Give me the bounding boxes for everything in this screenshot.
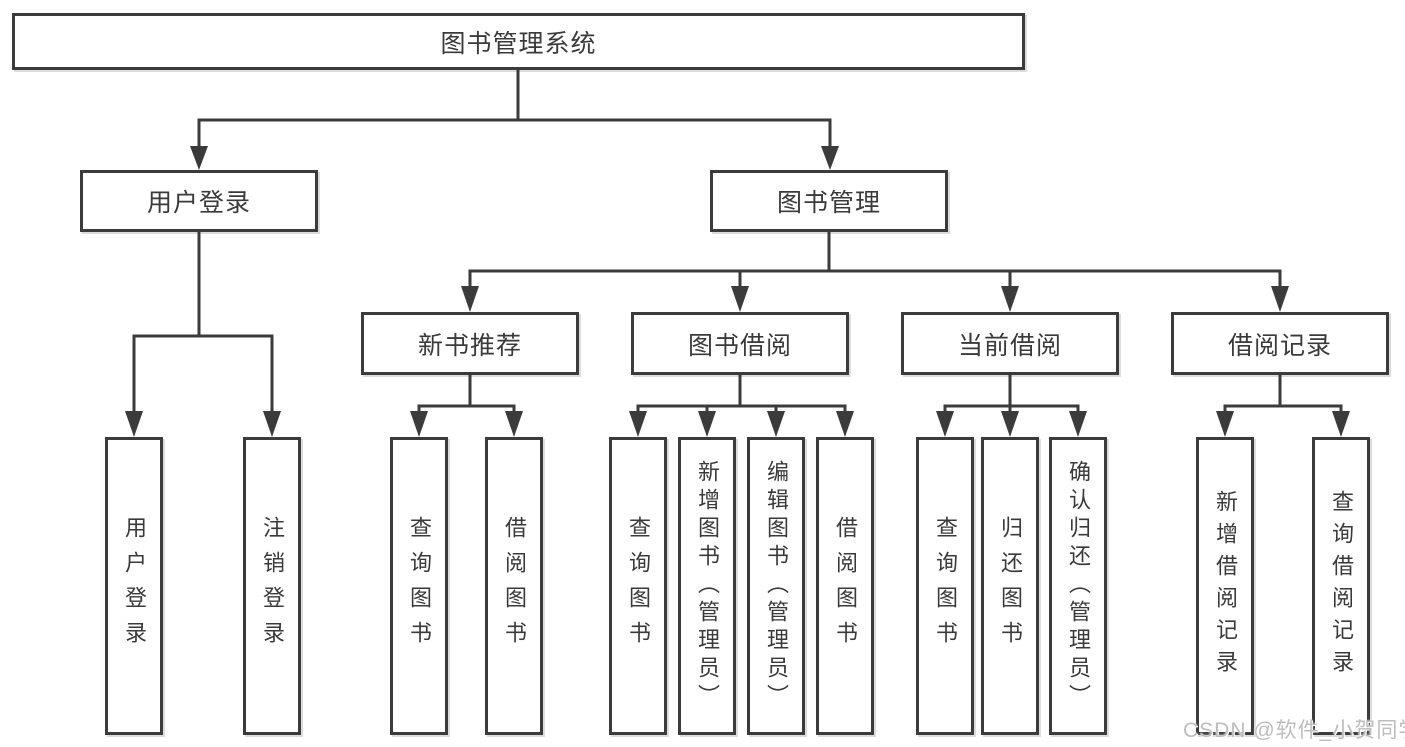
node-leaf-logout-label: 注销登录: [260, 516, 285, 656]
arrowhead-down-icon: [190, 146, 208, 170]
arrowhead-down-icon: [505, 411, 523, 437]
arrowhead-down-icon: [1001, 411, 1019, 437]
node-leaf-user-login: 用户登录: [105, 437, 163, 735]
arrowhead-down-icon: [836, 411, 854, 437]
watermark: CSDN @软件_小贺同学: [1183, 719, 1405, 742]
node-current-borrow: 当前借阅: [901, 312, 1119, 375]
node-leaf-edit-book-admin-label: 编辑图书（管理员）: [764, 460, 789, 712]
node-leaf-add-borrow-record-label: 新增借阅记录: [1213, 490, 1238, 682]
connector-root-to-level2: [190, 70, 839, 170]
node-leaf-confirm-return-admin: 确认归还（管理员）: [1049, 437, 1107, 735]
connector-user-login-to-leaves: [125, 232, 281, 437]
node-book-management: 图书管理: [710, 170, 948, 232]
node-leaf-query-borrow-record-label: 查询借阅记录: [1329, 490, 1354, 682]
connector-book-mgmt-to-level3: [461, 232, 1289, 312]
node-leaf-add-borrow-record: 新增借阅记录: [1196, 437, 1254, 735]
arrowhead-down-icon: [125, 411, 143, 437]
arrowhead-down-icon: [821, 146, 839, 170]
node-leaf-query-book-1: 查询图书: [390, 437, 448, 735]
connector-book-borrow-to-leaves: [629, 375, 854, 437]
arrowhead-down-icon: [698, 411, 716, 437]
node-leaf-query-book-2-label: 查询图书: [626, 516, 651, 656]
node-leaf-edit-book-admin: 编辑图书（管理员）: [747, 437, 805, 735]
arrowhead-down-icon: [767, 411, 785, 437]
arrowhead-down-icon: [1271, 286, 1289, 312]
node-leaf-query-borrow-record: 查询借阅记录: [1312, 437, 1370, 735]
arrowhead-down-icon: [731, 286, 749, 312]
node-leaf-add-book-admin-label: 新增图书（管理员）: [695, 460, 720, 712]
node-leaf-logout: 注销登录: [243, 437, 301, 735]
arrowhead-down-icon: [1332, 411, 1350, 437]
node-leaf-confirm-return-admin-label: 确认归还（管理员）: [1066, 460, 1091, 712]
connector-borrow-record-to-leaves: [1216, 375, 1350, 437]
arrowhead-down-icon: [1069, 411, 1087, 437]
node-leaf-add-book-admin: 新增图书（管理员）: [678, 437, 736, 735]
connector-new-book-to-leaves: [410, 375, 523, 437]
node-new-book-recommend: 新书推荐: [361, 312, 579, 375]
node-leaf-query-book-2: 查询图书: [609, 437, 667, 735]
node-leaf-query-book-3-label: 查询图书: [933, 516, 958, 656]
arrowhead-down-icon: [263, 411, 281, 437]
node-leaf-return-book: 归还图书: [981, 437, 1039, 735]
node-user-login-group: 用户登录: [80, 170, 318, 232]
node-book-borrow: 图书借阅: [631, 312, 849, 375]
connector-current-borrow-to-leaves: [936, 375, 1087, 437]
node-leaf-query-book-3: 查询图书: [916, 437, 974, 735]
node-leaf-user-login-label: 用户登录: [122, 516, 147, 656]
arrowhead-down-icon: [629, 411, 647, 437]
arrowhead-down-icon: [936, 411, 954, 437]
arrowhead-down-icon: [461, 286, 479, 312]
node-leaf-borrow-book-2-label: 借阅图书: [833, 516, 858, 656]
node-leaf-borrow-book-1: 借阅图书: [485, 437, 543, 735]
node-leaf-return-book-label: 归还图书: [998, 516, 1023, 656]
node-borrow-record: 借阅记录: [1171, 312, 1389, 375]
arrowhead-down-icon: [410, 411, 428, 437]
node-leaf-borrow-book-2: 借阅图书: [816, 437, 874, 735]
node-leaf-borrow-book-1-label: 借阅图书: [502, 516, 527, 656]
arrowhead-down-icon: [1001, 286, 1019, 312]
node-leaf-query-book-1-label: 查询图书: [407, 516, 432, 656]
node-root-system: 图书管理系统: [12, 13, 1025, 70]
arrowhead-down-icon: [1216, 411, 1234, 437]
